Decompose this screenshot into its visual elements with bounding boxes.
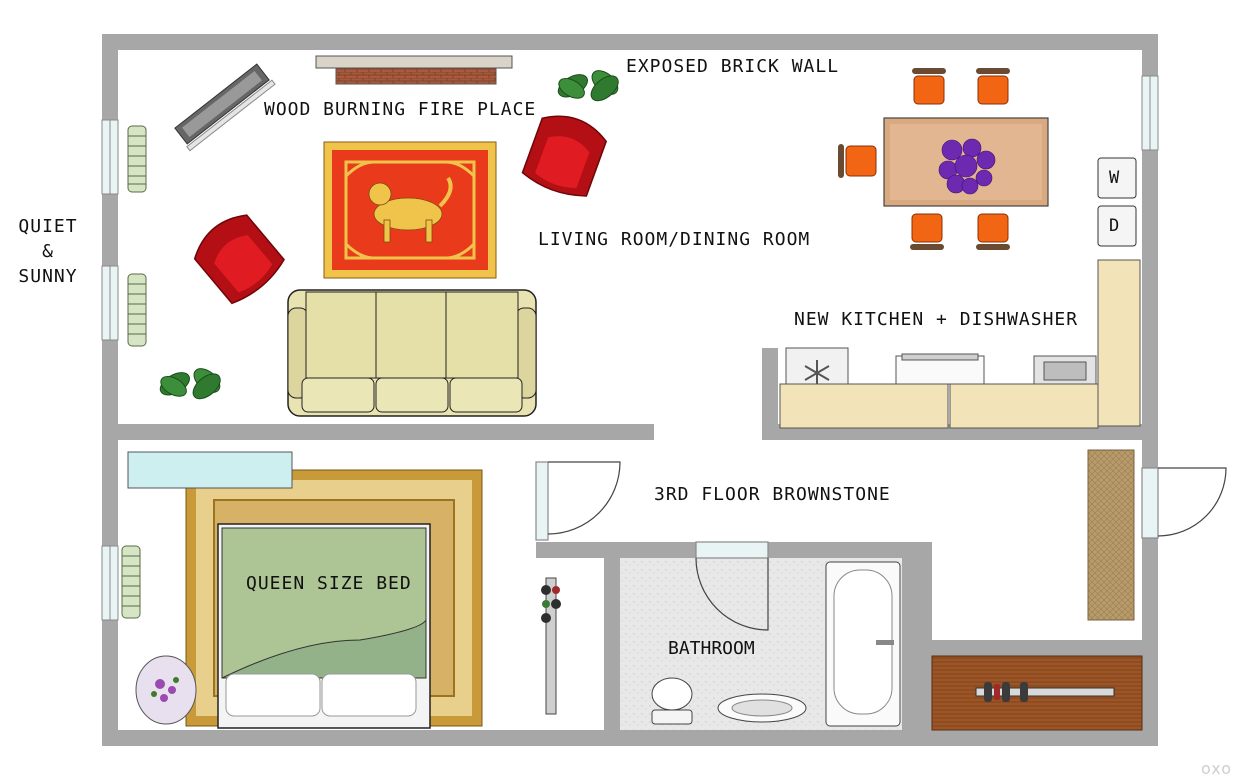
closet-rack xyxy=(541,577,561,715)
new-kitchen-label: NEW KITCHEN + DISHWASHER xyxy=(794,309,1079,330)
media-console xyxy=(174,63,276,152)
armchair-right xyxy=(521,115,608,197)
window-left-bedroom xyxy=(101,545,119,621)
living-room-rug xyxy=(323,141,497,279)
washer-label: W xyxy=(1109,168,1121,188)
laundry xyxy=(1097,157,1137,247)
window-right-top xyxy=(1141,75,1159,151)
kitchen xyxy=(779,259,1141,429)
bathroom-label: BATHROOM xyxy=(668,638,755,659)
exposed-brick-wall-label: EXPOSED BRICK WALL xyxy=(626,56,840,77)
side-table xyxy=(135,655,197,725)
hall-runner xyxy=(1087,449,1135,621)
sofa xyxy=(287,289,537,417)
radiators xyxy=(121,125,147,619)
window-left-mid xyxy=(101,265,119,341)
bedroom-window-seat xyxy=(127,451,293,489)
quiet-sunny-text: QUIET & SUNNY xyxy=(18,216,78,287)
armchair-left xyxy=(193,214,285,305)
sink xyxy=(717,693,807,723)
living-dining-room-label: LIVING ROOM/DINING ROOM xyxy=(538,229,811,250)
fireplace xyxy=(315,55,513,85)
bathtub xyxy=(825,561,901,727)
third-floor-brownstone-label: 3RD FLOOR BROWNSTONE xyxy=(654,484,891,505)
toilet xyxy=(651,677,693,725)
plant-bottom xyxy=(159,368,221,400)
watermark: oxo xyxy=(1200,759,1232,778)
doors xyxy=(535,461,1227,631)
wood-burning-fireplace-label: WOOD BURNING FIRE PLACE xyxy=(264,99,537,120)
dryer-label: D xyxy=(1109,216,1121,236)
quiet-sunny-label: QUIET & SUNNY xyxy=(12,214,84,289)
queen-size-bed-label: QUEEN SIZE BED xyxy=(246,573,412,594)
dining-set xyxy=(838,68,1049,250)
entry-mat xyxy=(931,655,1143,731)
queen-bed xyxy=(217,523,431,729)
plant-top xyxy=(557,70,619,102)
windows xyxy=(101,75,1159,621)
window-left-top xyxy=(101,119,119,195)
